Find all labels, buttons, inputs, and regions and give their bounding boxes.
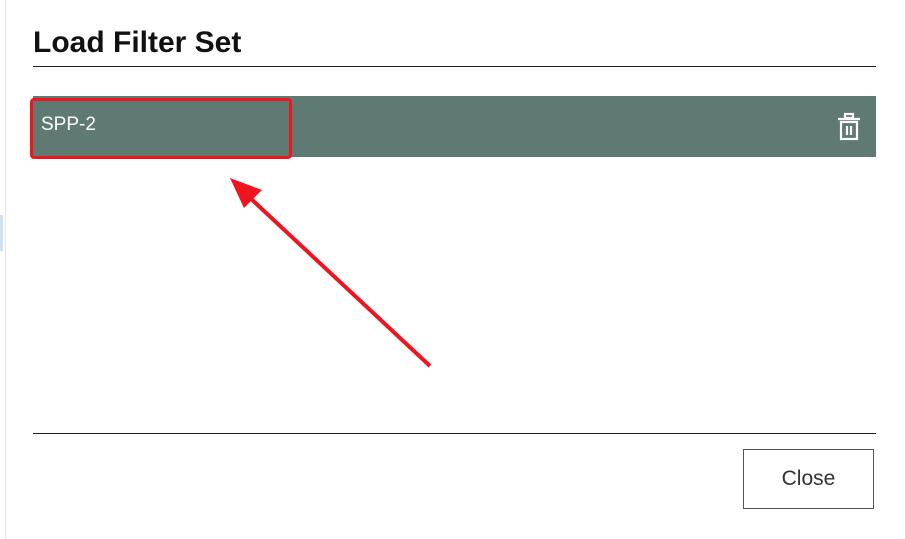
highlight-box	[30, 98, 292, 159]
footer-divider	[33, 433, 876, 434]
close-button[interactable]: Close	[743, 449, 874, 509]
filter-set-item[interactable]: SPP-2	[33, 96, 876, 157]
trash-icon[interactable]	[836, 112, 862, 147]
filter-set-label: SPP-2	[41, 114, 96, 135]
background-window-edge	[0, 215, 3, 251]
window-edge	[5, 0, 6, 539]
title-divider	[33, 66, 876, 67]
dialog-title: Load Filter Set	[33, 26, 242, 59]
